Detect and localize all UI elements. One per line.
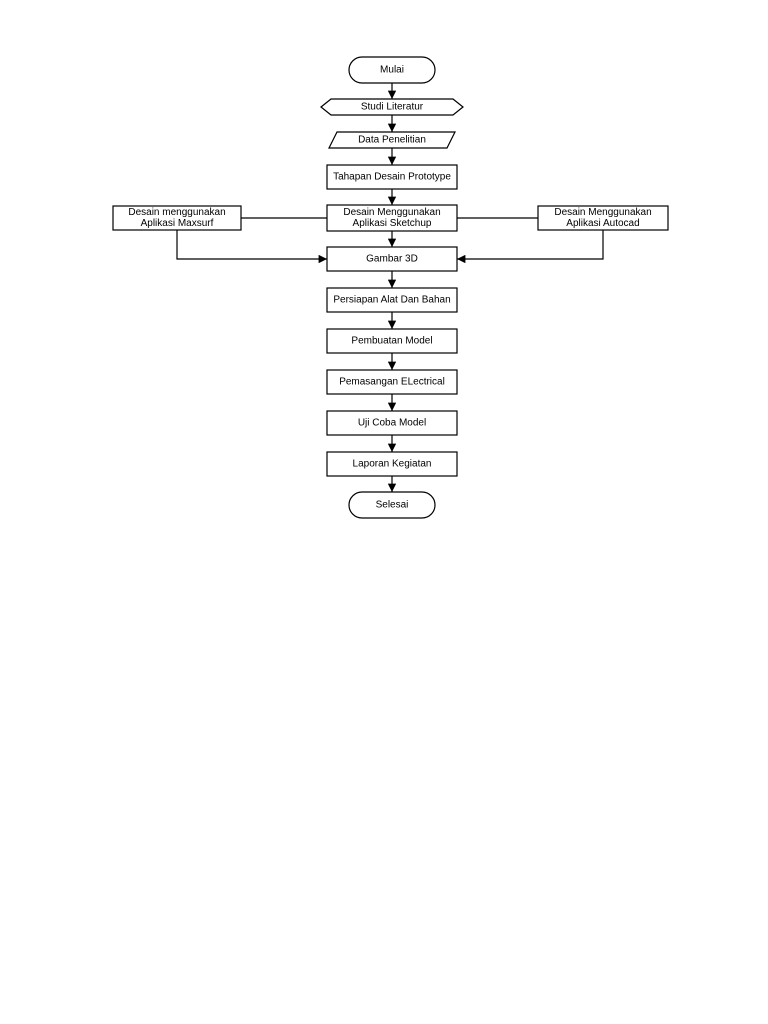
connector-layer (176, 83, 604, 492)
node-report: Laporan Kegiatan (326, 451, 458, 477)
edge-design-autocad-to-drawing-3d (457, 230, 604, 264)
node-label-model-build: Pembuatan Model (351, 336, 432, 347)
node-model-build: Pembuatan Model (326, 328, 458, 354)
node-research-data: Data Penelitian (328, 131, 456, 149)
node-label-design-sketchup-line-1: Desain Menggunakan (343, 207, 440, 218)
node-shape-research-data (328, 131, 456, 149)
node-label-design-autocad-line-2: Aplikasi Autocad (566, 218, 639, 229)
node-label-report: Laporan Kegiatan (353, 459, 432, 470)
node-label-design-sketchup-line-2: Aplikasi Sketchup (353, 218, 432, 229)
node-shape-end (348, 491, 436, 519)
node-start: Mulai (348, 56, 436, 84)
node-end: Selesai (348, 491, 436, 519)
node-label-prototype-stage: Tahapan Desain Prototype (333, 172, 451, 183)
node-shape-prototype-stage (326, 164, 458, 190)
node-label-design-maxsurf-line-2: Aplikasi Maxsurf (141, 218, 214, 229)
node-shape-design-sketchup (326, 204, 458, 232)
node-shape-electrical (326, 369, 458, 395)
node-label-design-autocad-line-1: Desain Menggunakan (554, 207, 651, 218)
node-shape-design-maxsurf (112, 205, 242, 231)
node-shape-start (348, 56, 436, 84)
node-shape-literature (320, 98, 464, 116)
node-label-design-maxsurf-line-1: Desain menggunakan (128, 207, 225, 218)
node-model-test: Uji Coba Model (326, 410, 458, 436)
node-shape-model-test (326, 410, 458, 436)
node-electrical: Pemasangan ELectrical (326, 369, 458, 395)
node-label-research-data: Data Penelitian (358, 135, 426, 146)
node-shape-design-autocad (537, 205, 669, 231)
node-label-drawing-3d: Gambar 3D (366, 254, 418, 265)
node-shape-report (326, 451, 458, 477)
node-label-electrical: Pemasangan ELectrical (339, 377, 445, 388)
node-prototype-stage: Tahapan Desain Prototype (326, 164, 458, 190)
edge-design-maxsurf-to-drawing-3d (176, 230, 327, 264)
node-label-start: Mulai (380, 65, 404, 76)
node-shape-model-build (326, 328, 458, 354)
node-label-preparation: Persiapan Alat Dan Bahan (333, 295, 450, 306)
node-preparation: Persiapan Alat Dan Bahan (326, 287, 458, 313)
node-label-literature: Studi Literatur (361, 102, 424, 113)
node-label-end: Selesai (376, 500, 409, 511)
node-drawing-3d: Gambar 3D (326, 246, 458, 272)
node-literature: Studi Literatur (320, 98, 464, 116)
node-shape-preparation (326, 287, 458, 313)
node-shape-drawing-3d (326, 246, 458, 272)
node-label-model-test: Uji Coba Model (358, 418, 426, 429)
